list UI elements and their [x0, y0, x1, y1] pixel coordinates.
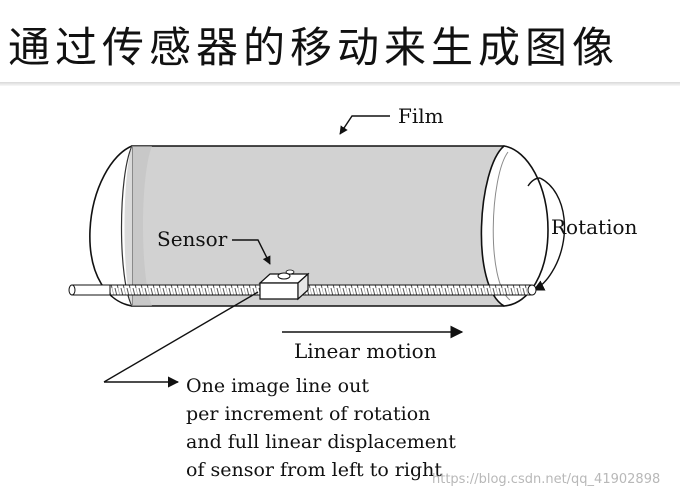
title-band: 通过传感器的移动来生成图像 [0, 0, 680, 86]
caption-pointer-line-upper [103, 291, 259, 383]
drum-right-face [480, 145, 549, 307]
drum-body [131, 145, 534, 307]
rotation-arrow [532, 177, 566, 291]
lead-screw-rod-left-end [71, 284, 111, 296]
caption-line-4: of sensor from left to right [186, 459, 442, 481]
linear-motion-label: Linear motion [294, 339, 437, 363]
drum-left-cap [89, 146, 132, 306]
watermark-text: https://blog.csdn.net/qq_41902898 [432, 472, 660, 487]
rotation-label: Rotation [551, 215, 638, 239]
page-title: 通过传感器的移动来生成图像 [8, 23, 620, 72]
drum-left-cap-outline [89, 145, 133, 307]
scanner-diagram-svg: Film Rotation Sensor Linear motion One i… [68, 104, 660, 487]
film-label: Film [398, 104, 444, 128]
sensor-block [258, 269, 310, 301]
rotation-arrow-top [527, 177, 541, 187]
lead-screw-end [527, 284, 537, 296]
lead-screw-start [68, 284, 76, 296]
sensor-pointer [232, 239, 271, 265]
caption-line-2: per increment of rotation [186, 403, 430, 425]
caption-line-3: and full linear displacement [186, 431, 456, 453]
title-divider [0, 82, 680, 86]
drum-left-shade [124, 146, 152, 306]
caption-line-1: One image line out [186, 375, 369, 397]
scanner-diagram: Film Rotation Sensor Linear motion One i… [0, 86, 680, 496]
sensor-label: Sensor [157, 227, 228, 251]
film-pointer [339, 115, 390, 135]
